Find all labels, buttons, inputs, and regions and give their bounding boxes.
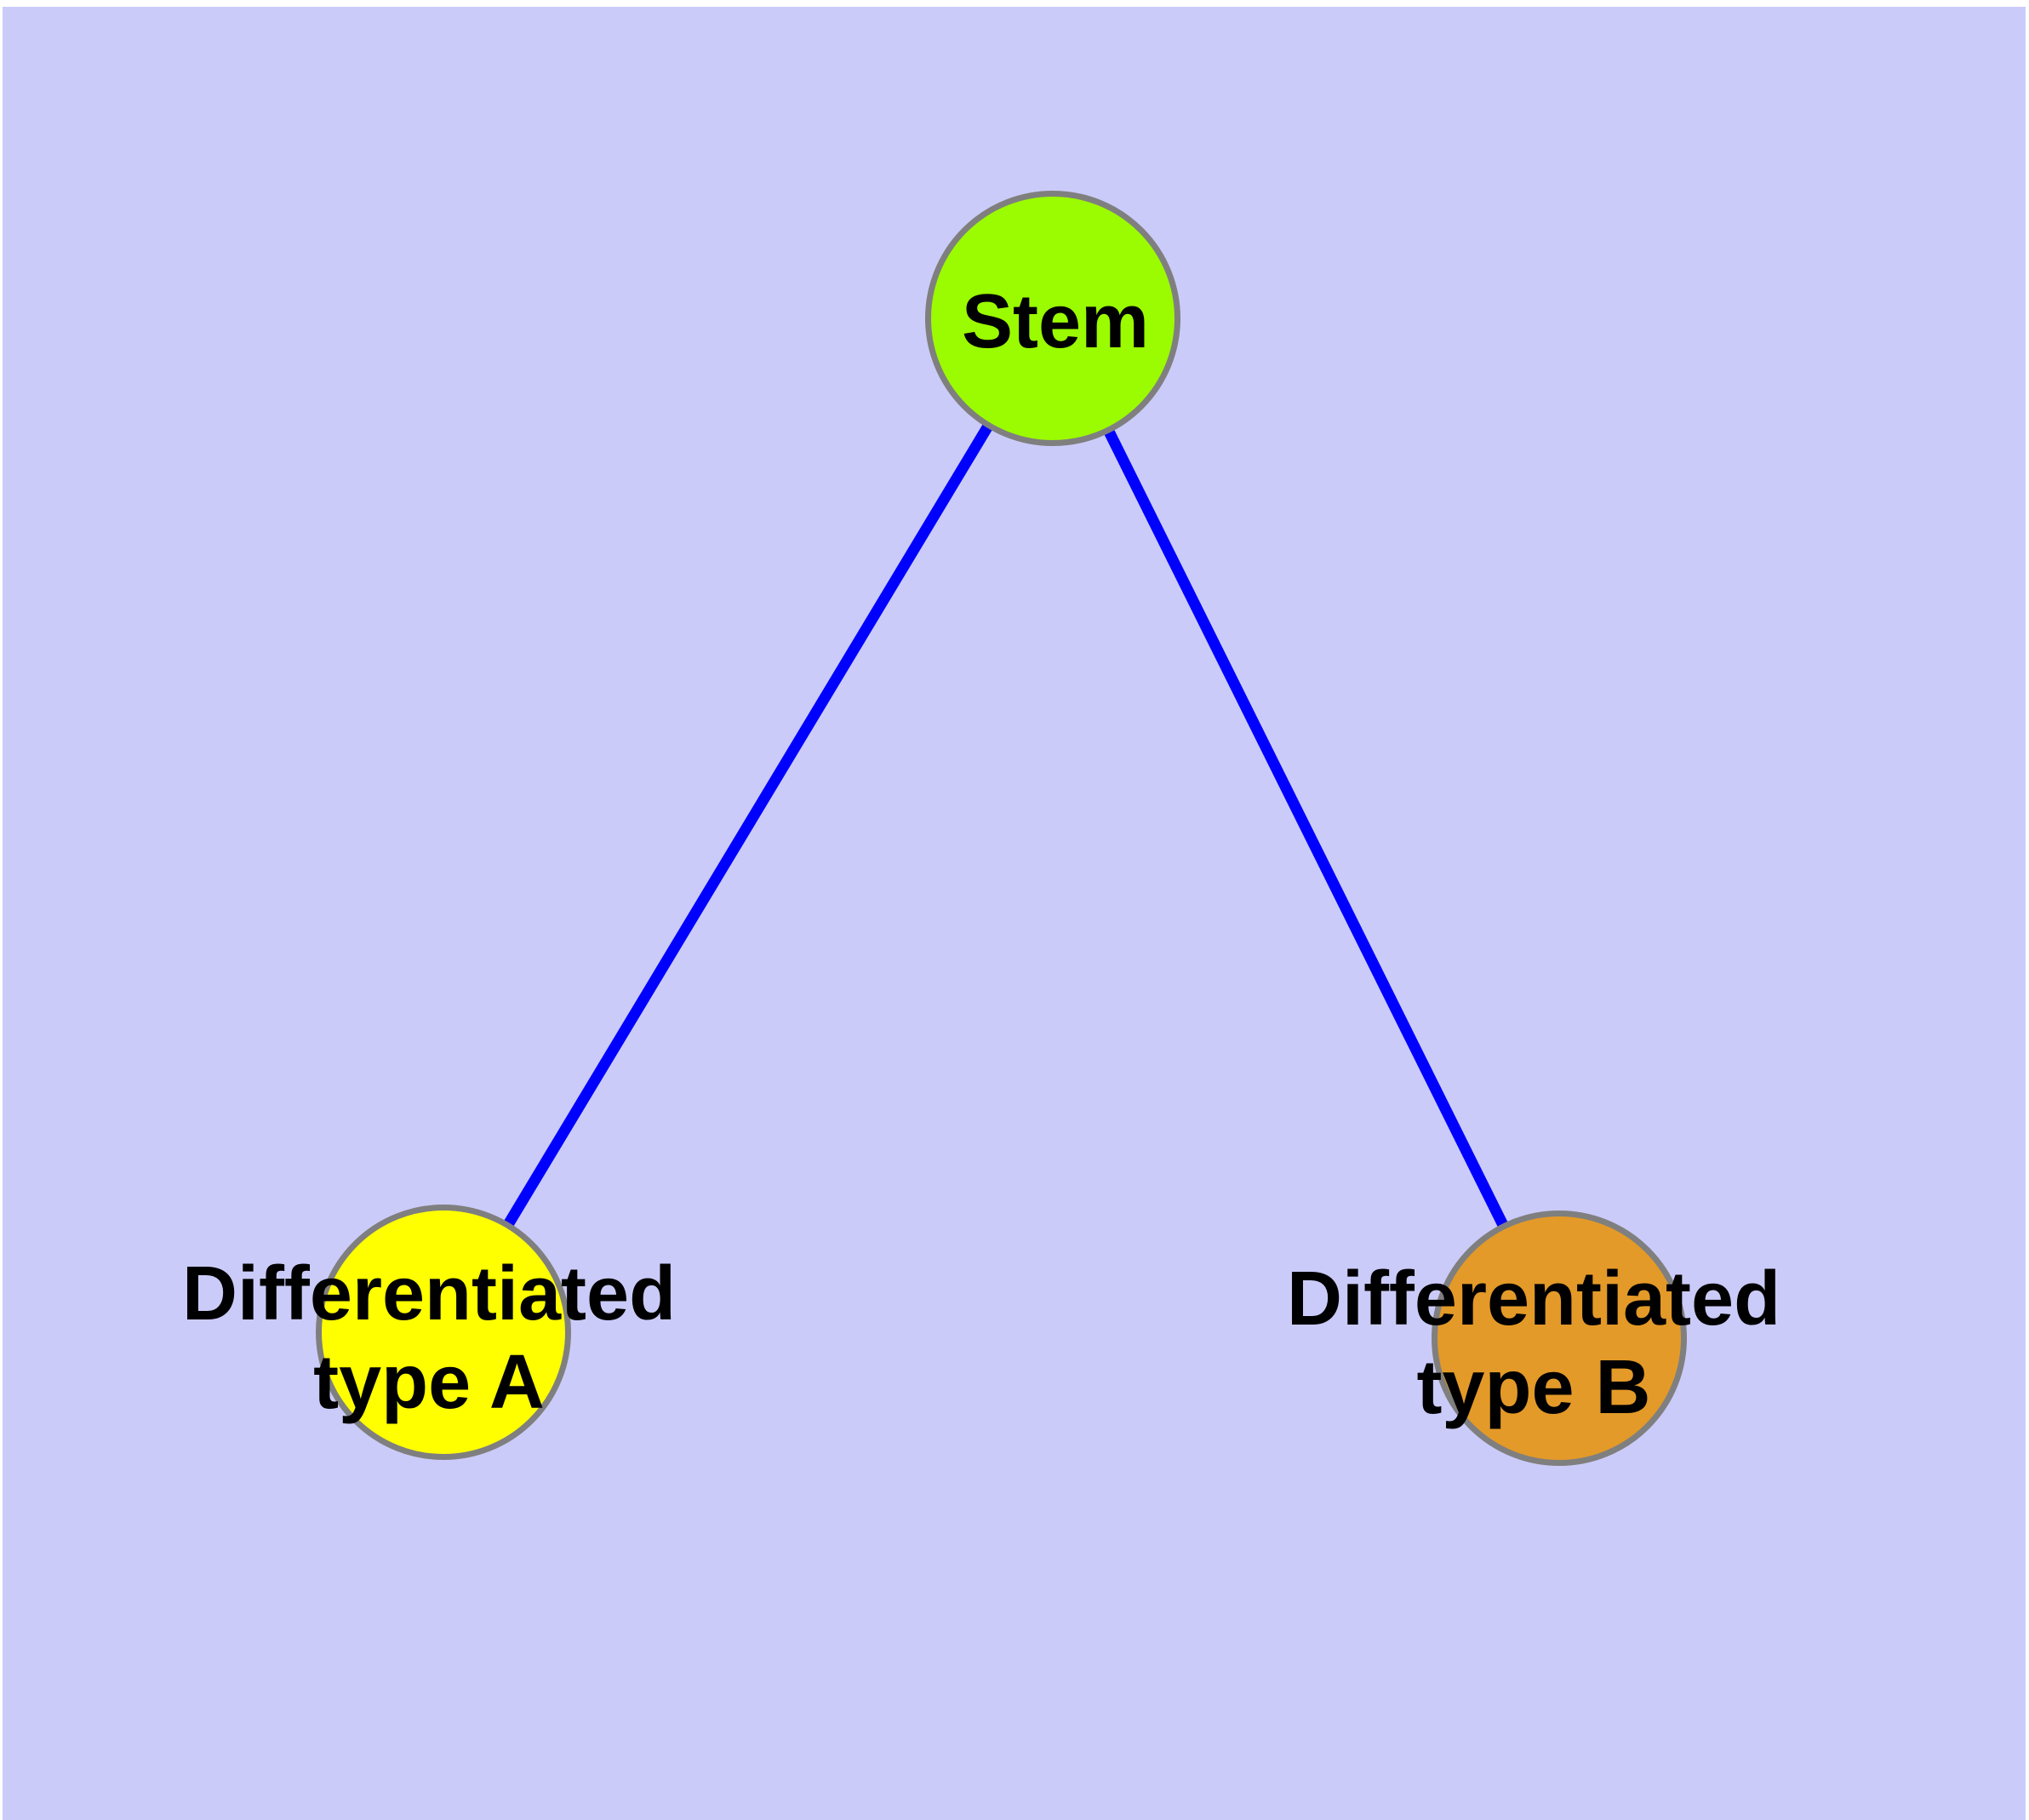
page-margin-top xyxy=(0,0,2029,7)
edge-stem-to-type-a xyxy=(438,315,1058,1336)
page-margin-left xyxy=(0,0,3,1820)
node-label-type-b-line2: type B xyxy=(1416,1345,1651,1430)
node-label-type-a-line1: Differentiated xyxy=(181,1251,677,1336)
page-margin-right xyxy=(2026,0,2029,1820)
node-label-type-b-line1: Differentiated xyxy=(1286,1256,1781,1342)
node-differentiated-type-b xyxy=(1432,1210,1687,1466)
node-stem xyxy=(925,191,1180,446)
node-differentiated-type-a xyxy=(316,1205,571,1460)
node-label-differentiated-type-a: Differentiated type A xyxy=(182,1250,676,1427)
edge-stem-to-type-b xyxy=(1048,316,1564,1341)
node-label-stem: Stem xyxy=(962,278,1149,366)
node-label-type-a-line2: type A xyxy=(313,1340,545,1425)
node-label-differentiated-type-b: Differentiated type B xyxy=(1287,1255,1780,1432)
node-label-stem-line1: Stem xyxy=(961,279,1150,364)
